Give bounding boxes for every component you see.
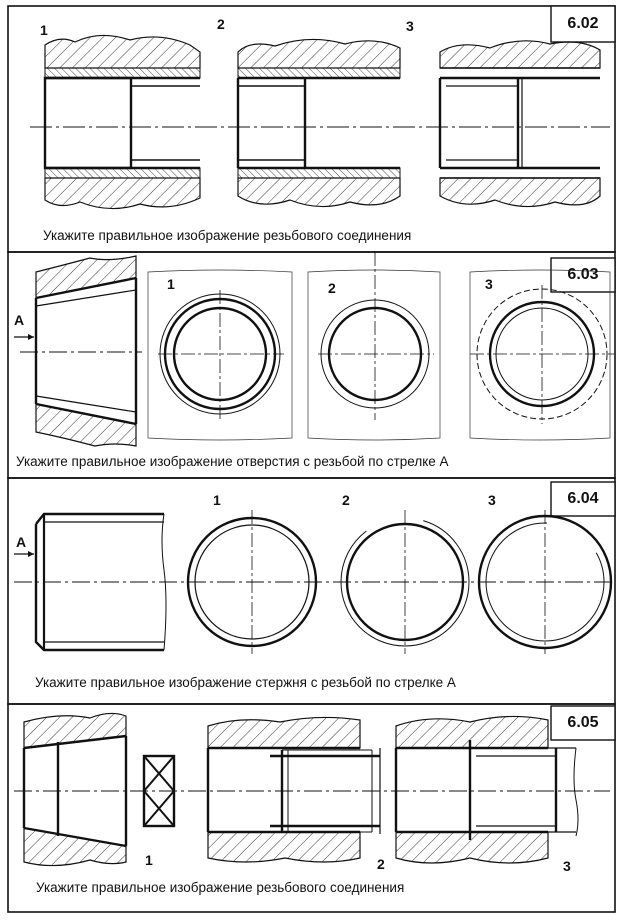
option-1-drawing bbox=[22, 712, 176, 867]
task-code: 6.05 bbox=[567, 714, 599, 731]
option-label-2: 2 bbox=[377, 856, 385, 872]
option-label-2: 2 bbox=[217, 16, 225, 32]
question-text: Укажите правильное изображение отверстия… bbox=[16, 454, 449, 469]
question-text: Укажите правильное изображение резьбовог… bbox=[43, 228, 412, 243]
option-label-3: 3 bbox=[488, 492, 496, 508]
option-label-1: 1 bbox=[145, 852, 153, 868]
option-label-3: 3 bbox=[563, 858, 571, 874]
option-label-2: 2 bbox=[342, 492, 350, 508]
option-2-drawing bbox=[236, 38, 401, 208]
task-code-box bbox=[550, 481, 616, 517]
option-1-drawing bbox=[186, 510, 318, 654]
option-1-drawing bbox=[43, 34, 201, 210]
option-label-1: 1 bbox=[167, 276, 175, 292]
panel-6-03 bbox=[7, 251, 616, 479]
option-label-1: 1 bbox=[40, 22, 48, 38]
arrow-label: А bbox=[14, 312, 25, 328]
panel-6-05 bbox=[7, 703, 616, 913]
option-label-1: 1 bbox=[213, 492, 221, 508]
arrow-label: А bbox=[16, 534, 27, 550]
option-3-drawing bbox=[438, 40, 601, 208]
option-3-drawing bbox=[477, 510, 613, 654]
task-code-box bbox=[550, 257, 616, 293]
task-code: 6.02 bbox=[567, 15, 599, 32]
option-2-drawing bbox=[206, 716, 381, 863]
task-code: 6.04 bbox=[567, 490, 599, 507]
option-label-3: 3 bbox=[485, 276, 493, 292]
option-2-drawing bbox=[340, 510, 470, 654]
option-label-3: 3 bbox=[406, 18, 414, 34]
option-2-drawing bbox=[307, 252, 441, 441]
option-1-drawing bbox=[147, 269, 293, 441]
option-3-drawing bbox=[469, 269, 614, 441]
question-text: Укажите правильное изображение стержня с… bbox=[35, 675, 456, 690]
question-text: Укажите правильное изображение резьбовог… bbox=[36, 880, 405, 895]
option-3-drawing bbox=[394, 715, 579, 864]
option-label-2: 2 bbox=[328, 280, 336, 296]
task-code-box bbox=[550, 705, 616, 741]
task-code: 6.03 bbox=[567, 266, 599, 283]
panel-6-04 bbox=[7, 477, 616, 705]
section-view bbox=[34, 255, 138, 447]
task-code-box bbox=[550, 5, 616, 43]
panel-6-02 bbox=[7, 5, 616, 253]
